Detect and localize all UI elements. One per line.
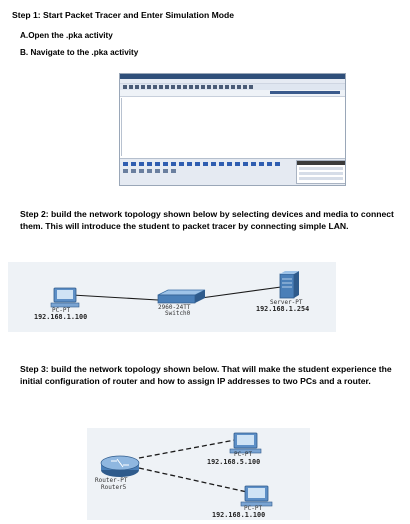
- switch-icon: [157, 289, 206, 304]
- pt-workspace: [121, 98, 345, 156]
- pc-top-type-label: PC-PT: [234, 451, 253, 458]
- pt-device-panel: [120, 158, 345, 185]
- step1-heading: Step 1: Start Packet Tracer and Enter Si…: [12, 10, 235, 20]
- topology-router: Router-PT Router5 PC-PT 192.168.5.100 PC…: [87, 428, 310, 520]
- pt-toolbar: [120, 84, 345, 90]
- pc-top-icon: [229, 432, 262, 454]
- topology-lan-svg: [50, 271, 299, 308]
- cable-switch-server: [200, 286, 282, 299]
- step1-item-a: A.Open the .pka activity: [20, 31, 113, 40]
- router-icon: [100, 455, 140, 477]
- cable-pc-switch: [71, 294, 159, 301]
- topology-router-svg: [100, 432, 273, 507]
- router-type-label: Router-PT: [95, 477, 128, 484]
- server-ip-label: 192.168.1.254: [256, 305, 310, 313]
- pt-logical-bar: [120, 90, 345, 97]
- switch-name-label: Switch0: [165, 310, 191, 317]
- pt-menu-bar: [120, 79, 345, 84]
- step3-text: Step 3: build the network topology shown…: [20, 364, 392, 386]
- server-type-label: Server-PT: [270, 299, 303, 306]
- pc-icon: [50, 287, 80, 308]
- router-name-label: Router5: [101, 484, 127, 491]
- pc-type-label: PC-PT: [52, 307, 71, 314]
- pc-ip-label: 192.168.1.100: [34, 313, 88, 321]
- step2-text: Step 2: build the network topology shown…: [20, 209, 394, 231]
- server-icon: [279, 271, 299, 299]
- cable-router-pc-top: [138, 439, 236, 459]
- pt-event-panel: [296, 160, 345, 184]
- pt-title-bar: [120, 74, 345, 79]
- pc-bottom-ip-label: 192.168.1.100: [212, 511, 266, 519]
- cable-router-pc-bottom: [138, 467, 248, 493]
- pc-bottom-type-label: PC-PT: [244, 505, 263, 512]
- step1-item-b: B. Navigate to the .pka activity: [20, 48, 139, 57]
- switch-model-label: 2960-24TT: [158, 304, 191, 311]
- packet-tracer-screenshot: [119, 73, 346, 186]
- pc-bottom-icon: [240, 485, 273, 507]
- pc-top-ip-label: 192.168.5.100: [207, 458, 261, 466]
- topology-lan: PC-PT 192.168.1.100 2960-24TT Switch0 Se…: [8, 262, 336, 332]
